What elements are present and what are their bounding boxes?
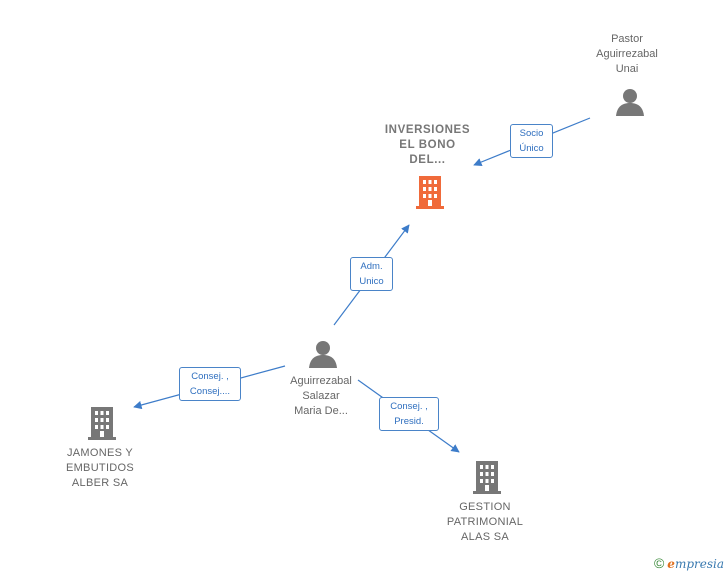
node-jamones-line3: ALBER SA — [71, 477, 129, 489]
edge-adm-line2: Unico — [359, 276, 384, 287]
edge-adm-line1: Adm. — [360, 261, 383, 272]
building-icon[interactable] — [86, 406, 118, 440]
node-gestion-line2: PATRIMONIAL — [446, 516, 524, 528]
building-icon[interactable] — [471, 460, 503, 494]
node-inversiones-line2: EL BONO — [399, 139, 456, 151]
empresia-logo: ©empresia — [654, 555, 724, 571]
node-pastor-line1: Pastor — [611, 33, 643, 45]
node-inversiones-line3: DEL... — [409, 154, 446, 166]
edge-label-socio[interactable]: Socio Único — [510, 124, 553, 158]
node-jamones-line2: EMBUTIDOS — [65, 462, 135, 474]
copyright-icon: © — [653, 555, 665, 571]
node-pastor-label[interactable]: Pastor Aguirrezabal Unai — [577, 32, 677, 77]
node-inversiones-label[interactable]: INVERSIONES EL BONO DEL... — [370, 123, 485, 168]
node-gestion-line1: GESTION — [459, 501, 511, 513]
node-pastor-line3: Unai — [615, 63, 639, 75]
edge-consej-gestion-line2: Presid. — [394, 416, 424, 427]
edge-socio-line1: Socio — [519, 128, 544, 139]
node-inversiones-line1: INVERSIONES — [384, 124, 471, 136]
node-aguirrezabal-line3: Maria De... — [294, 405, 348, 417]
node-gestion-line3: ALAS SA — [461, 531, 509, 543]
edge-label-consej-jamones[interactable]: Consej. , Consej.... — [179, 367, 241, 401]
person-icon[interactable] — [615, 88, 645, 116]
building-icon[interactable] — [414, 175, 446, 209]
node-gestion-label[interactable]: GESTION PATRIMONIAL ALAS SA — [435, 500, 535, 545]
edge-consej-jamones-line1: Consej. , — [191, 371, 229, 382]
node-jamones-line1: JAMONES Y — [66, 447, 134, 459]
edge-socio-line2: Único — [519, 143, 544, 154]
edge-label-adm[interactable]: Adm. Unico — [350, 257, 393, 291]
brand-e: e — [667, 557, 675, 571]
brand-rest: mpresia — [674, 557, 724, 571]
node-aguirrezabal-line2: Salazar — [302, 390, 340, 402]
edge-consej-gestion-line1: Consej. , — [390, 401, 428, 412]
node-pastor-line2: Aguirrezabal — [596, 48, 658, 60]
node-aguirrezabal-line1: Aguirrezabal — [290, 375, 352, 387]
node-jamones-label[interactable]: JAMONES Y EMBUTIDOS ALBER SA — [50, 446, 150, 491]
edge-consej-jamones-line2: Consej.... — [189, 386, 231, 397]
person-icon[interactable] — [308, 340, 338, 368]
node-aguirrezabal-label[interactable]: Aguirrezabal Salazar Maria De... — [270, 374, 372, 419]
edge-label-consej-gestion[interactable]: Consej. , Presid. — [379, 397, 439, 431]
